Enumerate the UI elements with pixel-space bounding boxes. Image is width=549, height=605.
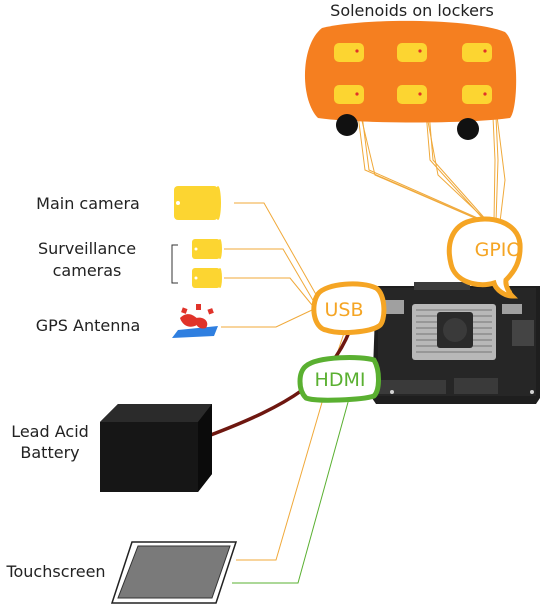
battery-icon <box>100 404 212 492</box>
lockers-illustration <box>304 20 517 140</box>
wire-touchscreen-hdmi <box>232 377 361 584</box>
solenoid-icon <box>334 85 364 104</box>
solenoid-icon <box>397 43 427 62</box>
surveillance-camera-icon <box>192 268 222 288</box>
surveillance-label-line1: Surveillance <box>38 239 136 258</box>
wire-main-camera <box>234 202 319 299</box>
touchscreen-label: Touchscreen <box>5 562 105 581</box>
main-camera-label: Main camera <box>36 194 140 213</box>
hdmi-bubble: HDMI <box>297 355 381 403</box>
touchscreen-icon <box>110 541 238 604</box>
solenoid-icon <box>462 85 492 104</box>
solenoid-icon <box>334 43 364 62</box>
locker-wheel-right <box>457 118 479 140</box>
wire-gps <box>221 309 313 328</box>
gpio-label: GPIO <box>475 239 522 261</box>
locker-body <box>304 20 517 123</box>
surveillance-camera-icon <box>192 239 222 259</box>
solenoid-icons <box>334 43 492 104</box>
jetson-board <box>372 282 540 404</box>
solenoid-icon <box>462 43 492 62</box>
surveillance-bracket <box>171 244 178 284</box>
battery-label-line1: Lead Acid <box>11 422 89 441</box>
surveillance-label-line2: cameras <box>53 261 122 280</box>
usb-label: USB <box>324 299 363 321</box>
battery-label-line2: Battery <box>20 443 79 462</box>
gps-antenna-icon <box>172 304 218 338</box>
gpio-bubble: GPIO <box>446 216 523 299</box>
hdmi-label: HDMI <box>315 369 366 391</box>
wire-surveillance-2 <box>224 277 313 306</box>
wire-surveillance-1 <box>224 248 315 303</box>
solenoids-label: Solenoids on lockers <box>330 1 494 20</box>
usb-bubble: USB <box>311 281 387 336</box>
main-camera-icon <box>174 186 221 220</box>
gps-label: GPS Antenna <box>36 316 141 335</box>
solenoid-icon <box>397 85 427 104</box>
locker-wheel-left <box>336 114 358 136</box>
